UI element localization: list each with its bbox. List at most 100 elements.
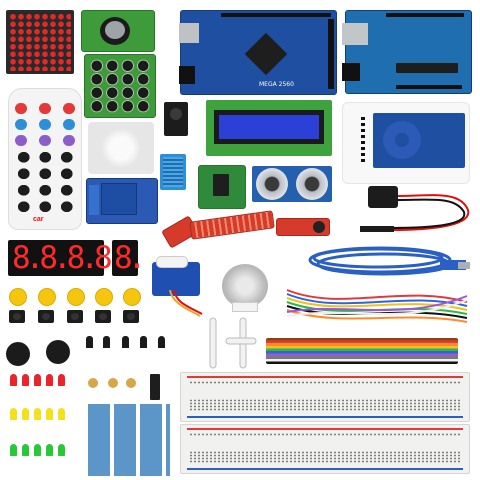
tact-switch-4 [95, 310, 111, 323]
remote-key-play [63, 119, 75, 130]
dht11-sensor [160, 154, 186, 190]
led-green-2 [22, 444, 29, 456]
mega-header-top [221, 13, 331, 17]
servo-wires [169, 290, 203, 317]
stepper-motor [222, 264, 268, 308]
rfid-kit [342, 102, 470, 184]
led-green-3 [34, 444, 41, 456]
remote-key-ch [39, 103, 51, 114]
battery-clip [368, 186, 398, 208]
seven-segment-1digit: 8. [112, 240, 146, 276]
resistors-group [86, 404, 170, 476]
stepper-connector [232, 302, 258, 312]
breadboard-bottom [180, 424, 470, 474]
uno-power-jack [342, 63, 360, 81]
led-yellow-5 [58, 408, 65, 420]
remote-key-eq [63, 135, 75, 146]
uno-usb-port [342, 23, 368, 45]
led-yellow-1 [10, 408, 17, 420]
transistor-4 [140, 336, 147, 348]
uno-cpu [396, 63, 458, 73]
led-yellow-3 [34, 408, 41, 420]
rfid-tag-hole [395, 133, 409, 147]
seg1-digit: 8. [114, 240, 146, 276]
remote-number-keys [13, 149, 77, 215]
arduino-uno [342, 10, 472, 94]
keypad-buttons [89, 59, 151, 113]
relay-body [101, 183, 137, 215]
photoresistor-3 [126, 378, 136, 388]
led-green-4 [46, 444, 53, 456]
transistor-2 [103, 336, 110, 348]
buzzer-2 [46, 340, 70, 364]
tact-switch-3 [67, 310, 83, 323]
ir-receiver-module [164, 102, 188, 136]
mega-header-side [328, 19, 334, 89]
lcd-module [206, 100, 332, 156]
transistor-1 [86, 336, 93, 348]
pir-sensor [88, 122, 154, 174]
seven-segment-4digit: 8.8.8.8. [8, 240, 126, 276]
sound-sensor [276, 218, 330, 236]
bb-top-rail-bottom [187, 416, 463, 418]
rtc-module [81, 10, 155, 52]
led-green-1 [10, 444, 17, 456]
led-yellow-2 [22, 408, 29, 420]
ultrasonic-eye-left [256, 168, 288, 200]
dht11-grid [163, 157, 183, 187]
bb-top-holes-b [189, 399, 461, 411]
led-red-5 [58, 374, 65, 386]
tact-switch-5 [123, 310, 139, 323]
lcd-display [219, 115, 319, 139]
water-sensor-strip [189, 210, 275, 240]
tact-switch-2 [38, 310, 54, 323]
stepper-driver [198, 165, 246, 209]
bb-top-rail [187, 376, 463, 378]
button-cap-5 [123, 288, 141, 306]
uno-header-bottom [396, 85, 462, 89]
led-red-1 [10, 374, 17, 386]
led-green-5 [58, 444, 65, 456]
ir-remote: car [8, 88, 82, 230]
ultrasonic-sensor [252, 166, 332, 202]
relay-terminal [89, 185, 99, 215]
button-cap-1 [9, 288, 27, 306]
mega-power-jack [179, 66, 195, 84]
led-red-3 [34, 374, 41, 386]
remote-key-prev [15, 119, 27, 130]
seg4-digits: 8.8.8.8. [12, 240, 126, 276]
photoresistor-1 [88, 378, 98, 388]
relay-module [86, 178, 158, 224]
uno-header-top [386, 13, 464, 17]
coin-cell-top [105, 21, 125, 39]
photoresistor-2 [108, 378, 118, 388]
ic-chip [150, 374, 160, 400]
mega-label: MEGA 2560 [259, 81, 294, 88]
remote-key-ch-plus [63, 103, 75, 114]
button-cap-4 [95, 288, 113, 306]
led-red-4 [46, 374, 53, 386]
remote-key-next [39, 119, 51, 130]
bb-bottom-rail [187, 428, 463, 430]
tact-switch-1 [9, 310, 25, 323]
remote-key-ch-minus [15, 103, 27, 114]
led-matrix [6, 10, 74, 74]
led-yellow-4 [46, 408, 53, 420]
servo-horns [209, 317, 257, 369]
bb-bottom-rail-bottom [187, 468, 463, 470]
led-matrix-dots [9, 13, 71, 71]
bb-bottom-holes-a [189, 433, 461, 436]
mega-cpu [244, 32, 288, 76]
buzzer-1 [6, 342, 30, 366]
keypad-module [84, 54, 156, 118]
button-cap-2 [38, 288, 56, 306]
ir-receiver-dome [170, 108, 182, 120]
transistor-3 [122, 336, 129, 348]
driver-chip [213, 174, 229, 196]
jumper-wires [286, 289, 468, 323]
button-cap-3 [67, 288, 85, 306]
sound-mic [313, 221, 325, 233]
battery-clip-wires [360, 194, 470, 232]
breadboard-top [180, 372, 470, 422]
remote-key-plus [39, 135, 51, 146]
